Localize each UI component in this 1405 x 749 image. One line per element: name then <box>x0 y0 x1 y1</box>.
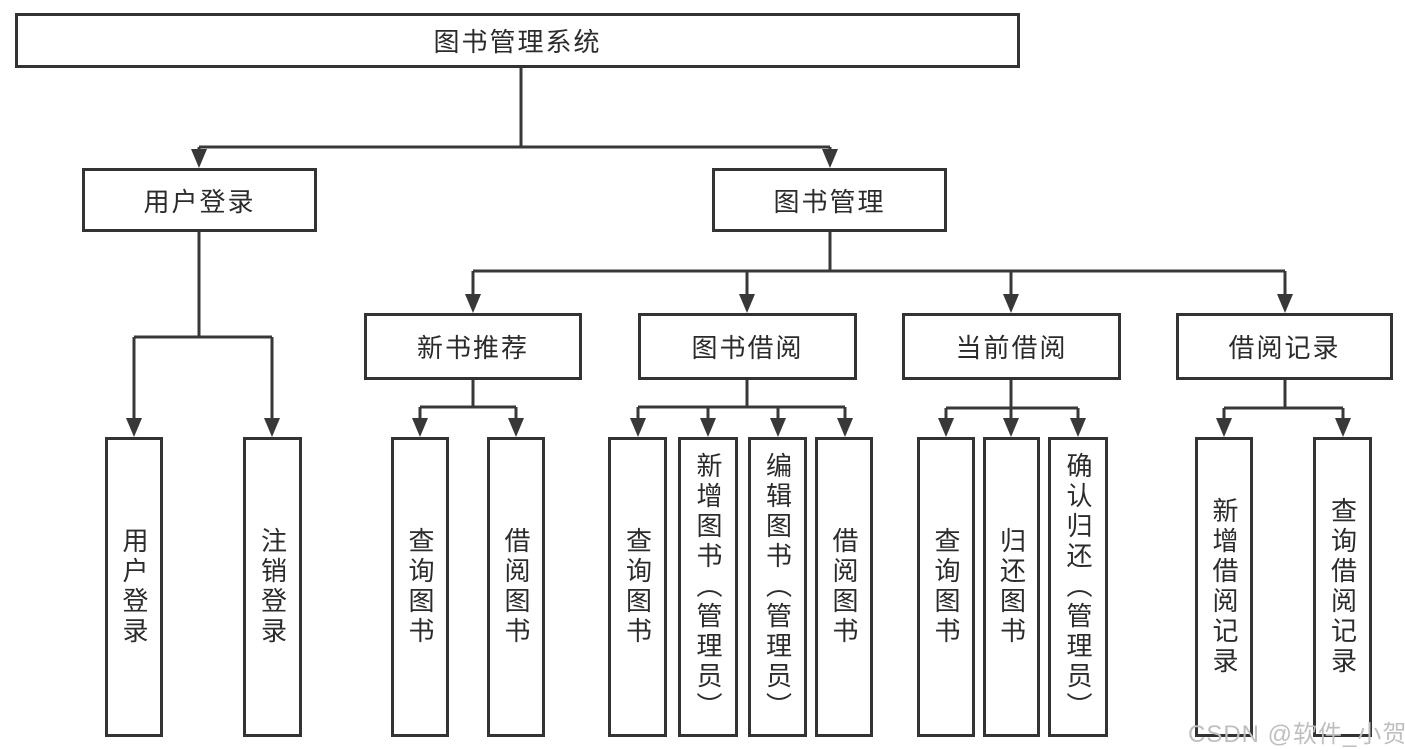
leaf-borrow-books-borrowing: 借阅图书 <box>815 437 873 737</box>
arrowheads <box>126 149 1351 437</box>
node-book-management: 图书管理 <box>712 168 947 232</box>
csdn-watermark: CSDN @软件_小贺同学 <box>1188 721 1405 748</box>
node-new-book-recommendation: 新书推荐 <box>364 313 582 380</box>
leaf-query-books-current: 查询图书 <box>917 437 975 737</box>
leaf-user-login: 用户登录 <box>105 437 163 737</box>
leaf-edit-book-admin: 编辑图书（管理员） <box>748 437 807 737</box>
node-user-login: 用户登录 <box>82 168 317 232</box>
leaf-borrow-books-recommend: 借阅图书 <box>487 437 545 737</box>
leaf-query-books-borrowing: 查询图书 <box>608 437 667 737</box>
connector-edges <box>132 68 1345 420</box>
leaf-return-books: 归还图书 <box>983 437 1040 737</box>
node-book-borrowing: 图书借阅 <box>638 313 857 380</box>
leaf-logout: 注销登录 <box>243 437 302 737</box>
node-current-borrowing: 当前借阅 <box>902 313 1121 380</box>
node-library-management-system: 图书管理系统 <box>15 13 1020 68</box>
leaf-confirm-return-admin: 确认归还（管理员） <box>1048 437 1108 737</box>
leaf-query-books-recommend: 查询图书 <box>391 437 449 737</box>
node-borrowing-records: 借阅记录 <box>1176 313 1393 380</box>
leaf-add-borrow-record: 新增借阅记录 <box>1195 437 1253 737</box>
leaf-query-borrow-record: 查询借阅记录 <box>1313 437 1372 737</box>
leaf-add-book-admin: 新增图书（管理员） <box>678 437 738 737</box>
